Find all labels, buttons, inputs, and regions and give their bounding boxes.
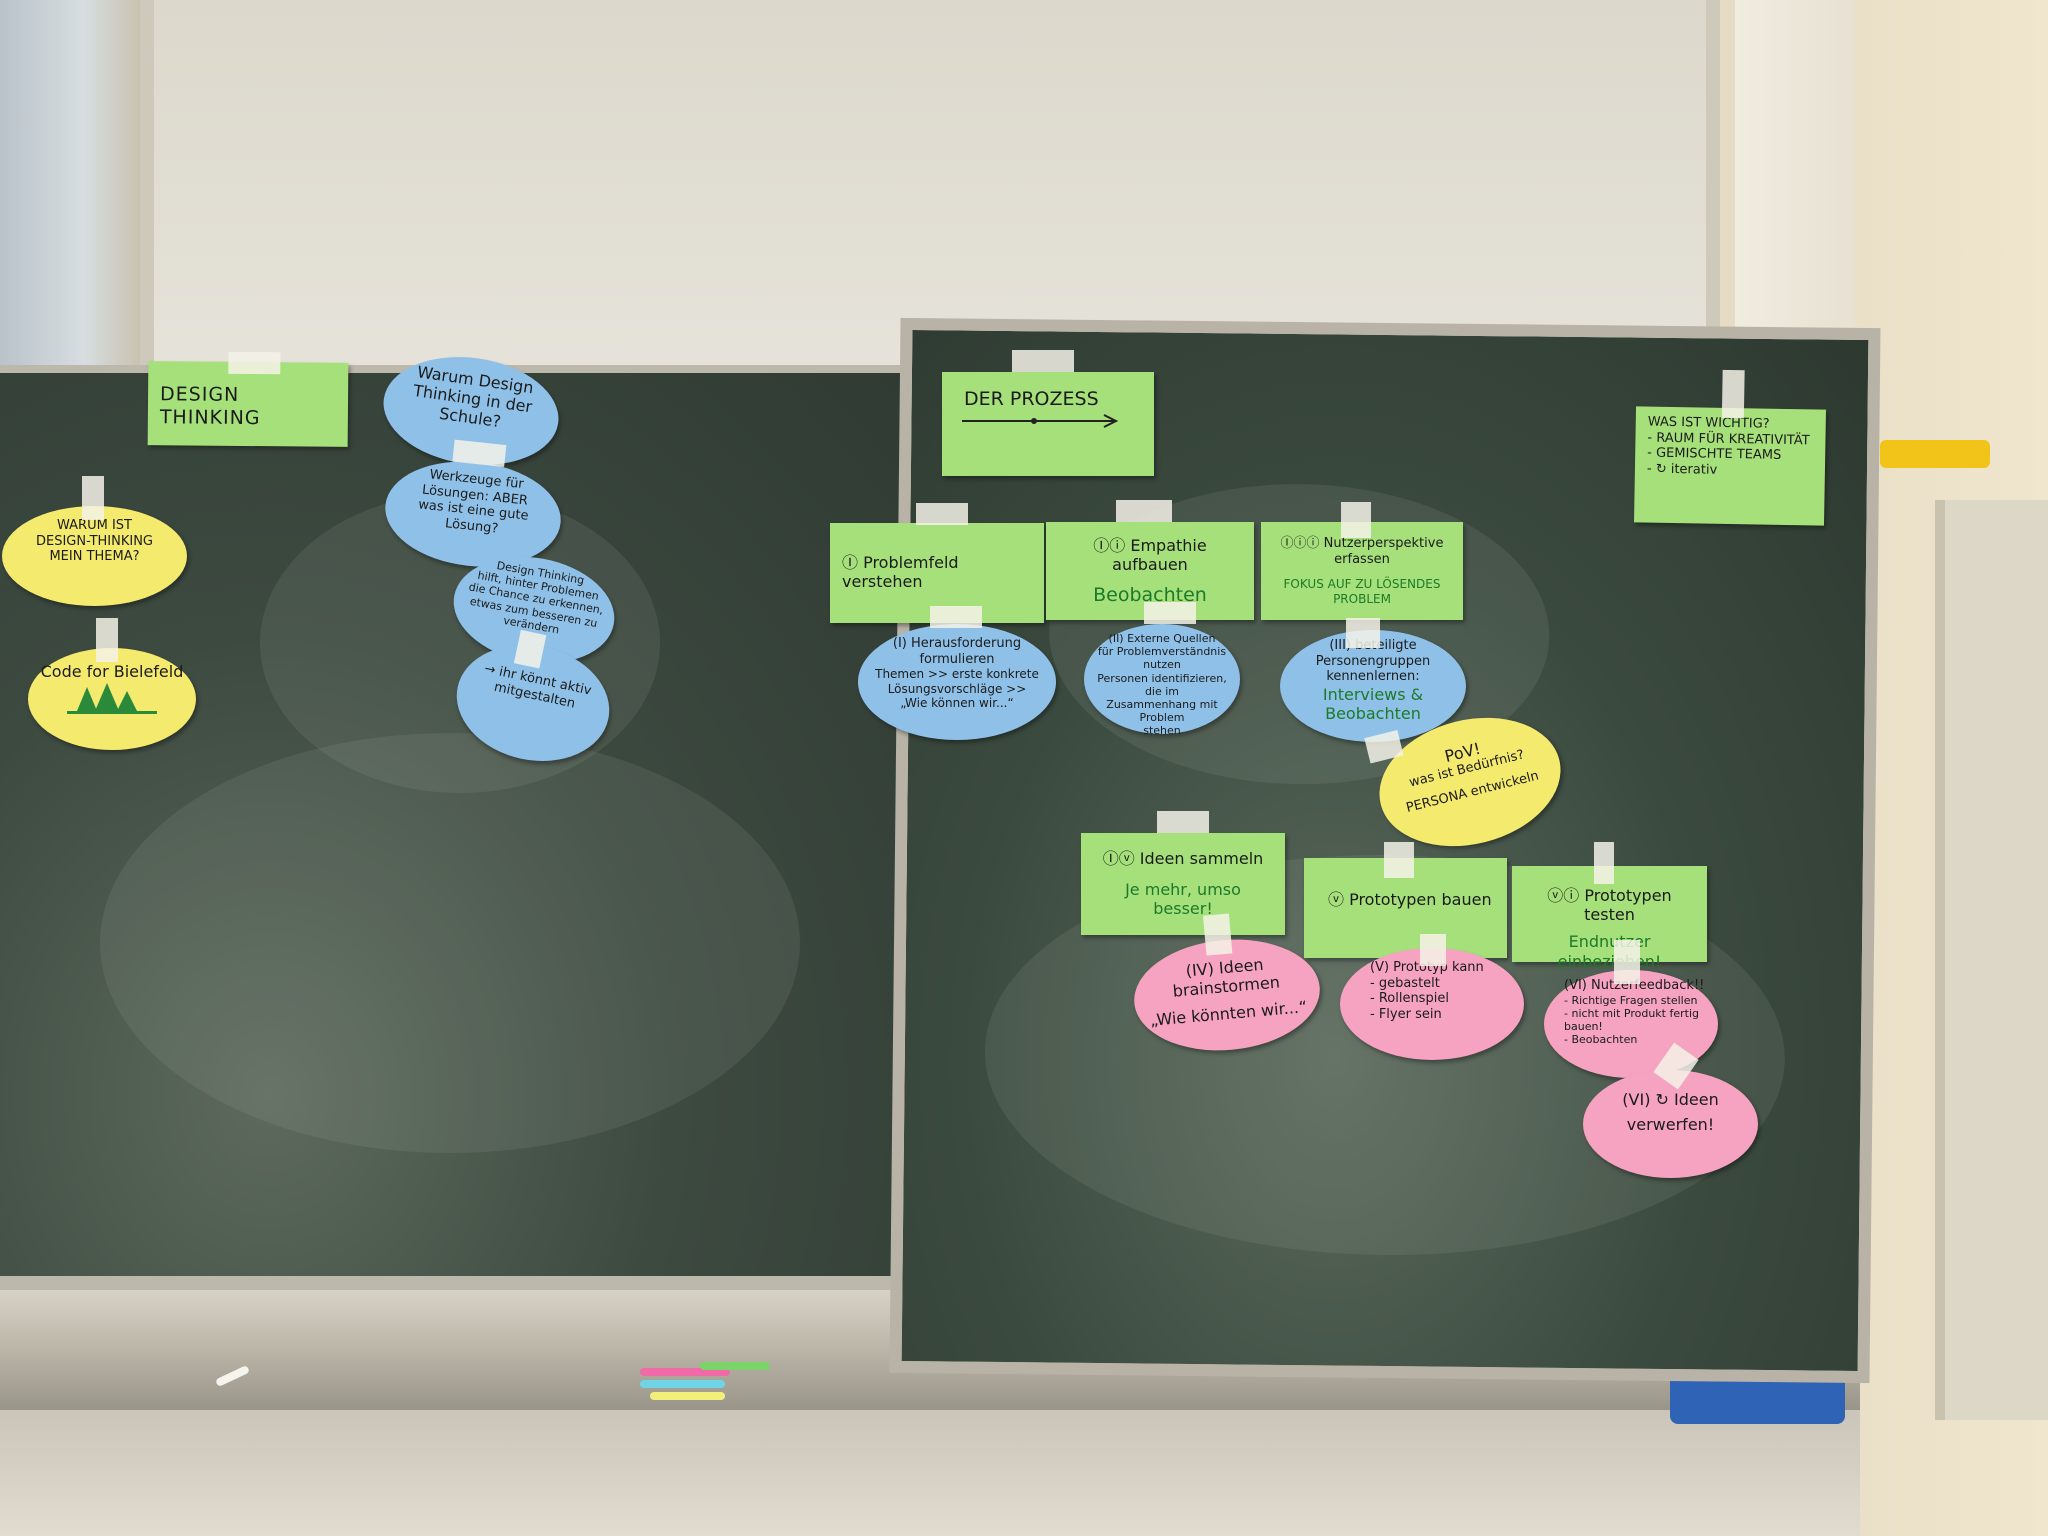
important-line: - ↻ iterativ: [1646, 461, 1718, 478]
tape: [1144, 602, 1196, 624]
step-6-discard-line: verwerfen!: [1626, 1115, 1715, 1135]
step-5-detail-line: - Flyer sein: [1370, 1006, 1442, 1022]
tape: [1721, 369, 1745, 419]
tape: [1341, 502, 1371, 538]
chalk-pink: [640, 1368, 730, 1376]
step-2-sub: Beobachten: [1093, 584, 1207, 607]
step-2-detail-line: Personen identifizieren, die im: [1097, 671, 1227, 698]
tape: [1420, 934, 1446, 966]
step-1-detail-line: formulieren: [919, 651, 995, 667]
tape: [1203, 913, 1233, 956]
forest-logo-icon: [67, 683, 157, 715]
step-6-label: ⓥⓘ Prototypen testen: [1547, 886, 1672, 925]
tape: [1157, 811, 1209, 833]
step-3-detail-note: (III) beteiligte Personengruppen kennenl…: [1280, 618, 1466, 742]
step-6-sub: Endnutzer einbeziehen!: [1557, 932, 1662, 971]
tape: [930, 606, 982, 628]
tape: [96, 618, 118, 662]
step-6-discard-note: (VI) ↻ Ideen verwerfen!: [1583, 1042, 1758, 1178]
step-3-detail-line: Interviews &: [1322, 684, 1424, 704]
step-4-detail-line: (IV) Ideen brainstormen: [1171, 954, 1281, 1001]
step-6-detail-line: - Richtige Fragen stellen: [1564, 993, 1698, 1007]
step-2-detail-line: Zusammenhang mit Problem: [1106, 697, 1218, 725]
tape: [228, 351, 281, 375]
step-1-detail-line: Themen >> erste konkrete: [875, 667, 1039, 682]
step-1-label: Ⓘ Problemfeld verstehen: [842, 553, 959, 592]
step-6-detail-line: - nicht mit Produkt fertig: [1564, 1006, 1700, 1020]
tape: [452, 439, 507, 467]
why-topic-line: DESIGN-THINKING: [35, 533, 154, 549]
lower-wall: [0, 1410, 1860, 1536]
step-5-detail-note: (V) Prototyp kann - gebastelt - Rollensp…: [1340, 934, 1524, 1060]
code-for-bielefeld-text: Code for Bielefeld: [40, 662, 184, 681]
step-5-label: ⓥ Prototypen bauen: [1328, 890, 1492, 909]
step-4-note: Ⓘⓥ Ideen sammeln Je mehr, umso besser!: [1081, 811, 1285, 935]
step-6-discard-line: (VI) ↻ Ideen: [1622, 1090, 1719, 1109]
code-for-bielefeld-note: Code for Bielefeld: [28, 618, 196, 750]
tape: [1346, 618, 1380, 648]
why-topic-line: MEIN THEMA?: [49, 549, 140, 565]
step-3-label: Ⓘⓘⓘ Nutzerperspektive erfassen: [1280, 536, 1444, 567]
step-2-detail-line: (II) Externe Quellen: [1108, 632, 1216, 645]
tape: [1594, 842, 1614, 884]
step-2-detail-line: für Problemverständnis: [1097, 645, 1227, 659]
step-1-detail-note: (I) Herausforderung formulieren Themen >…: [858, 606, 1056, 740]
step-6-detail-line: bauen!: [1564, 1019, 1603, 1033]
process-title: DER PROZESS: [964, 388, 1099, 410]
step-6-detail-line: (VI) Nutzerfeedback!!: [1564, 978, 1705, 993]
important-note: WAS IST WICHTIG? - RAUM FÜR KREATIVITÄT …: [1634, 369, 1826, 526]
step-3-detail-line: kennenlernen:: [1326, 669, 1420, 685]
step-6-detail-line: - Beobachten: [1564, 1033, 1638, 1047]
tape: [82, 476, 104, 520]
chalk-blue: [640, 1380, 725, 1388]
step-2-label: Ⓘⓘ Empathie aufbauen: [1093, 536, 1207, 575]
step-2-detail-note: (II) Externe Quellen für Problemverständ…: [1084, 602, 1240, 738]
tape: [1614, 940, 1640, 984]
step-3-detail-line: Beobachten: [1325, 703, 1421, 723]
design-thinking-title-note: DESIGN THINKING: [147, 351, 349, 447]
step-1-detail-line: (I) Herausforderung: [892, 636, 1022, 651]
why-topic-line: WARUM IST: [57, 518, 132, 533]
tape: [916, 503, 968, 525]
chalk-green: [700, 1362, 770, 1370]
step-4-detail-line: „Wie könnten wir...“: [1149, 997, 1308, 1031]
process-title-note: DER PROZESS: [942, 350, 1154, 476]
step-2-detail-line: stehen: [1143, 724, 1181, 738]
step-5-detail-line: (V) Prototyp kann: [1370, 960, 1484, 975]
step-4-label: Ⓘⓥ Ideen sammeln: [1102, 849, 1264, 868]
tape: [1384, 842, 1414, 878]
tape: [1012, 350, 1074, 372]
step-3-sub: FOKUS AUF ZU LÖSENDES PROBLEM: [1283, 577, 1441, 606]
step-5-detail-line: - gebastelt: [1370, 975, 1440, 991]
tape: [513, 629, 547, 669]
side-panel: [1935, 500, 2048, 1420]
design-thinking-title: DESIGN THINKING: [159, 383, 261, 429]
step-3-note: Ⓘⓘⓘ Nutzerperspektive erfassen FOKUS AUF…: [1261, 502, 1463, 620]
chalk-yellow: [650, 1392, 725, 1400]
yellow-clamp: [1880, 440, 1990, 468]
step-2-detail-line: nutzen: [1143, 658, 1181, 672]
step-1-detail-line: „Wie können wir...“: [900, 695, 1014, 710]
process-arrow-icon: [962, 413, 1119, 428]
step-6-note: ⓥⓘ Prototypen testen Endnutzer einbezieh…: [1512, 842, 1707, 971]
step-5-detail-line: - Rollenspiel: [1370, 991, 1449, 1007]
step-1-detail-line: Lösungsvorschläge >>: [887, 681, 1027, 696]
step-4-sub: Je mehr, umso besser!: [1125, 880, 1241, 919]
step-3-detail-line: Personengruppen: [1315, 653, 1431, 669]
tape: [1116, 500, 1172, 522]
step-5-note: ⓥ Prototypen bauen: [1304, 842, 1507, 958]
why-topic-note: WARUM IST DESIGN-THINKING MEIN THEMA?: [2, 476, 187, 606]
whiteboard: [140, 0, 1720, 380]
